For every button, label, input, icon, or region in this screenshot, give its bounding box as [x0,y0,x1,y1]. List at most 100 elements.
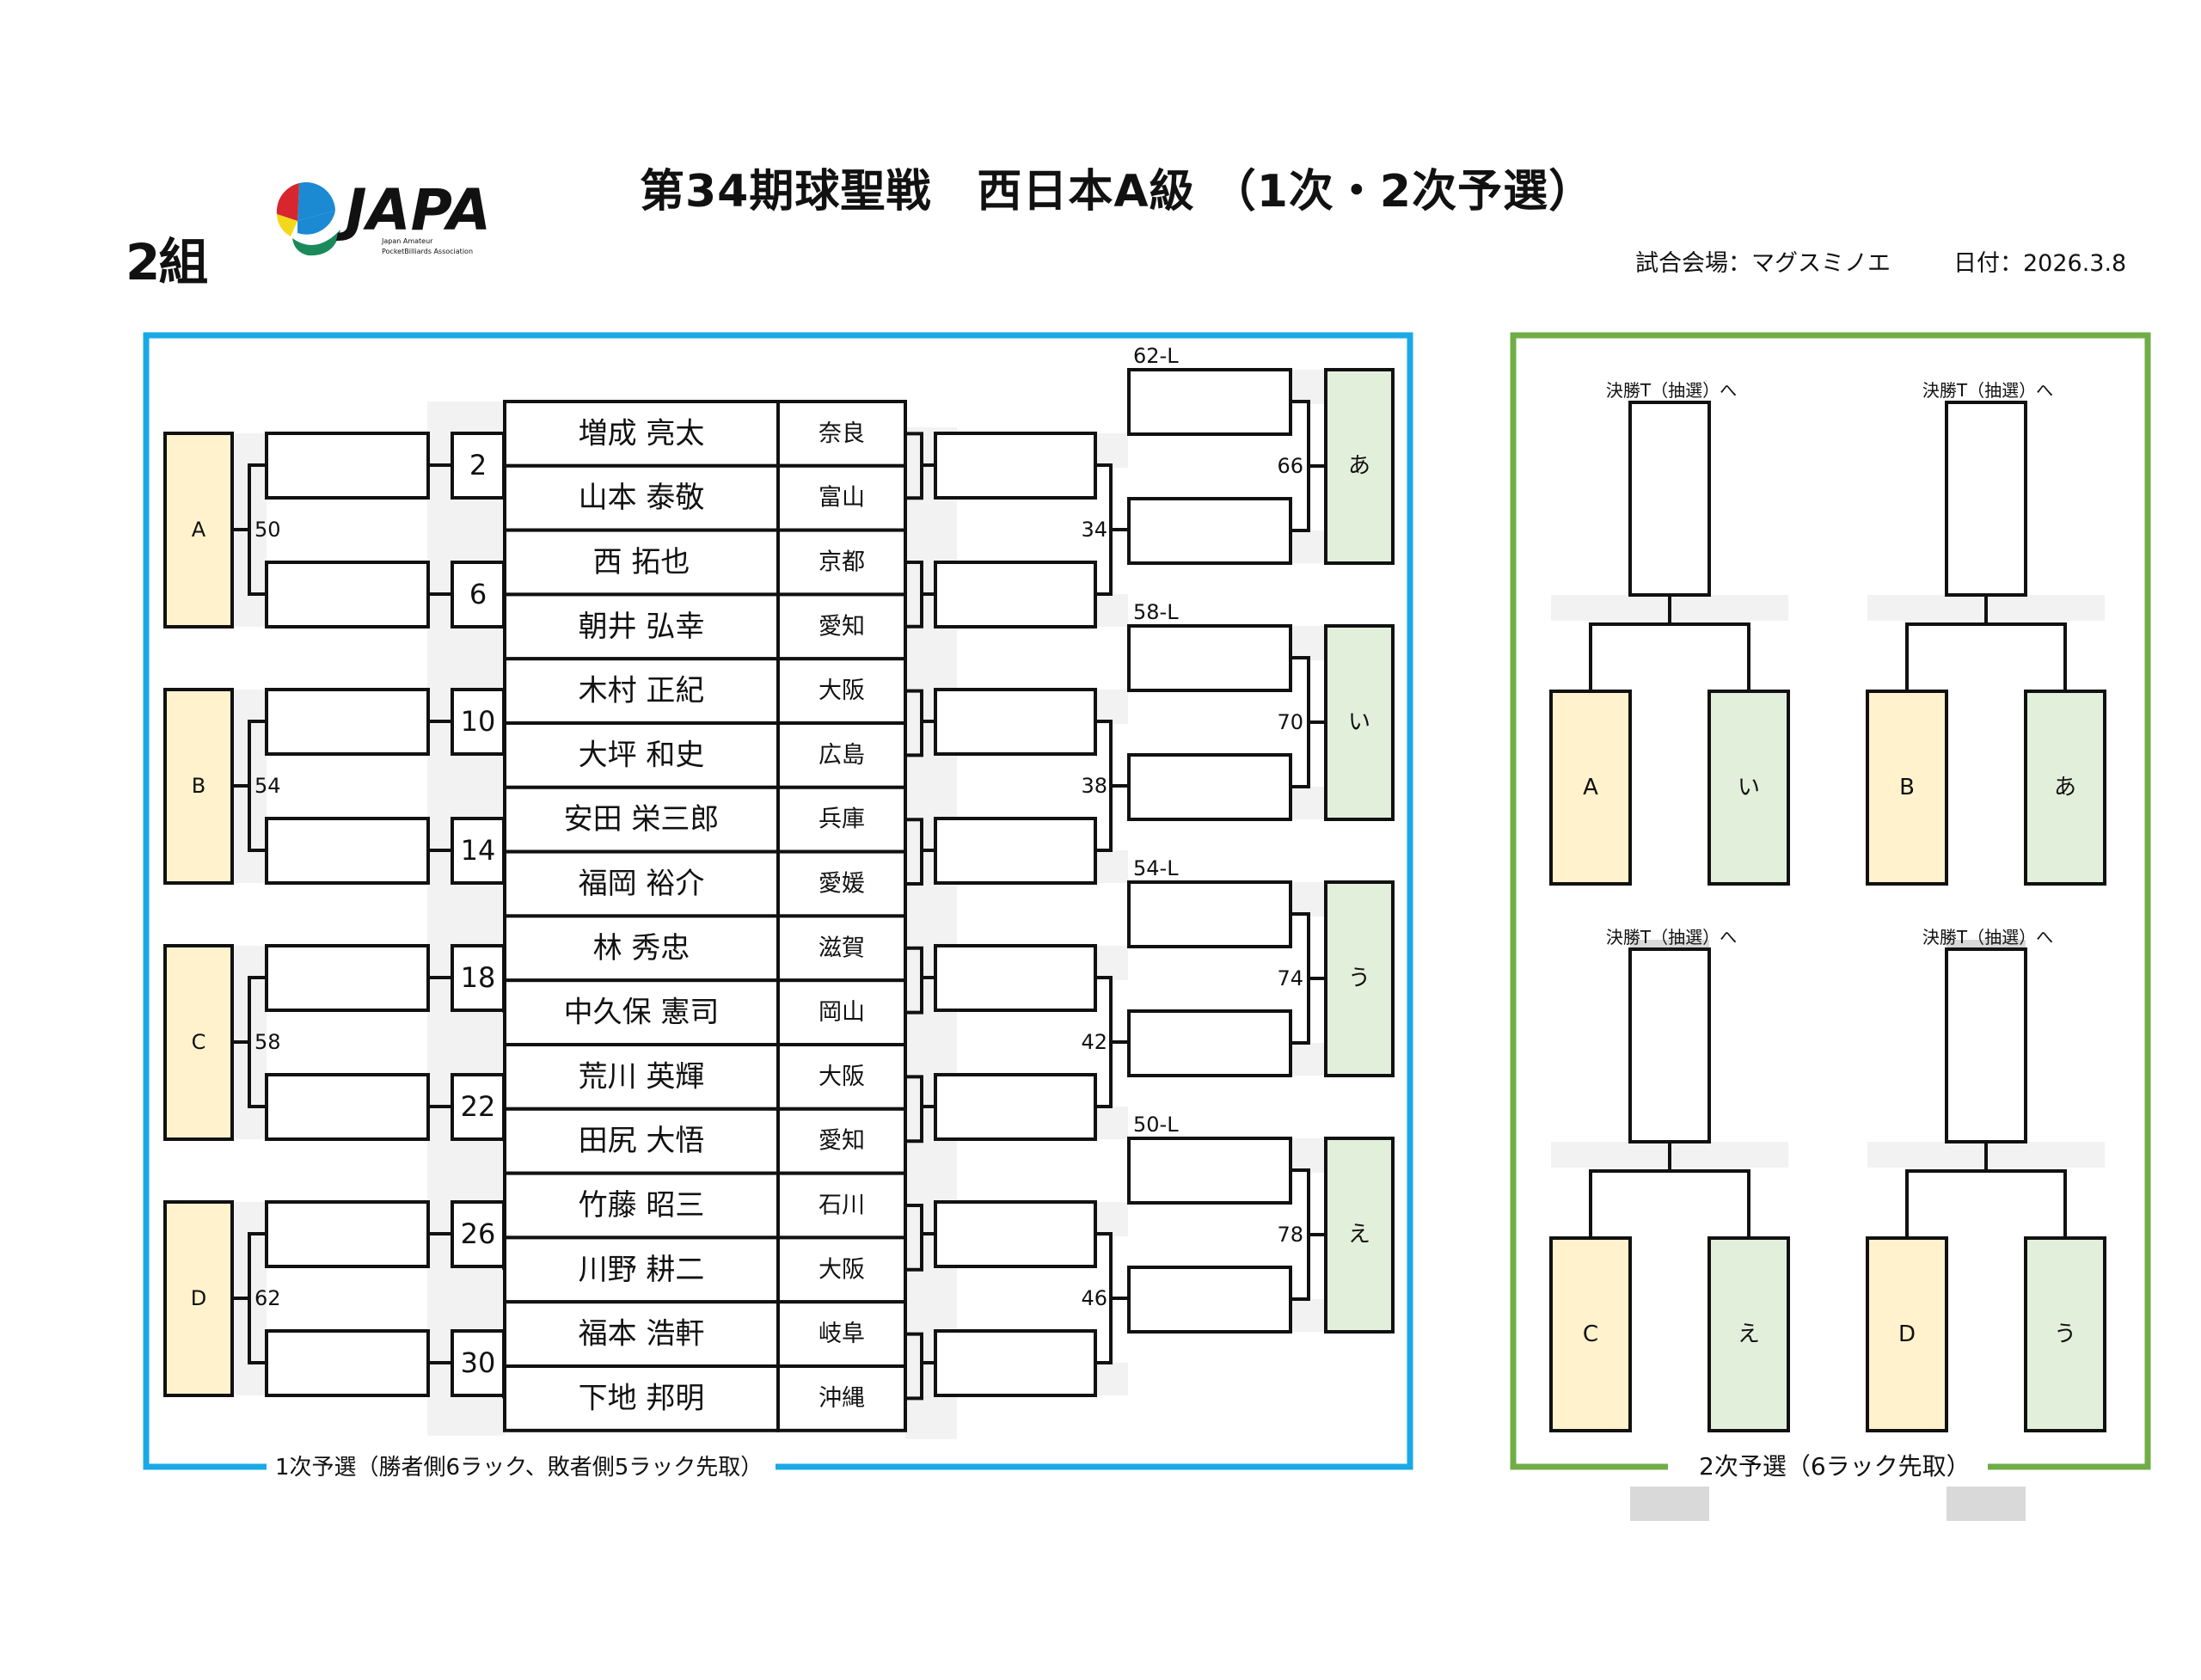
stage2-winner-box[interactable] [1628,947,1711,1144]
player-pref-cell[interactable] [776,914,907,983]
player-pref-cell[interactable] [776,657,907,726]
loser-drop-box[interactable] [1127,880,1292,948]
shade-block [1095,433,1128,468]
player-prefecture: 岡山 [818,999,865,1026]
stage2-slot-label: C [1583,1321,1598,1347]
match-number-box [451,817,506,885]
stage2-caption: 2次予選（6ラック先取） [1699,1452,1971,1481]
player-pref-cell[interactable] [776,849,907,918]
player-pref-cell[interactable] [776,785,907,854]
player-name-cell[interactable] [503,1300,780,1368]
stage2-winner-box[interactable] [1945,947,2027,1144]
match-number-box [451,1073,506,1141]
winner-entry-box[interactable] [265,1329,430,1397]
loser-slot-う [1324,880,1395,1077]
player-pref-cell[interactable] [776,978,907,1046]
stage2-winner-box[interactable] [1945,401,2027,597]
loser-entry-box[interactable] [934,944,1097,1012]
connector-line [905,1332,923,1401]
loser-drop-box[interactable] [1127,1137,1292,1205]
player-name-cell[interactable] [503,1235,780,1304]
match-number: 66 [1277,454,1303,478]
stage2-slot-label: う [2054,1321,2076,1347]
player-name-cell[interactable] [503,849,780,918]
player-pref-cell[interactable] [776,721,907,789]
player-pref-cell[interactable] [776,1171,907,1240]
player-name-cell[interactable] [503,1107,780,1175]
final-advance-label: 決勝T（抽選）へ [1922,380,2053,401]
match-number: 50 [254,518,281,542]
player-pref-cell[interactable] [776,1364,907,1432]
bracket-boxes [163,368,2106,1432]
connector-line [905,1075,923,1144]
loser-entry-box[interactable] [1127,497,1292,565]
player-pref-cell[interactable] [776,592,907,661]
player-name-cell[interactable] [503,1171,780,1240]
shade-block [1095,946,1128,980]
loser-drop-label: 50-L [1133,1113,1179,1137]
match-number-box [451,1329,506,1397]
connector-line [1905,622,2067,691]
match-number: 34 [1081,518,1107,542]
match-number: 14 [461,834,496,867]
loser-entry-box[interactable] [934,432,1097,500]
match-number: 46 [1081,1286,1107,1310]
winner-slot-label: A [192,518,206,542]
stage2-slot-う [2024,1236,2106,1432]
player-pref-cell[interactable] [776,1107,907,1175]
stage2-slot-A [1549,690,1632,886]
winner-slot-label: C [192,1030,206,1054]
player-prefecture: 富山 [818,485,865,512]
player-pref-cell[interactable] [776,528,907,597]
winner-entry-box[interactable] [265,817,430,885]
loser-entry-box[interactable] [934,1200,1097,1268]
loser-entry-box[interactable] [934,688,1097,756]
shade-block [1291,1043,1325,1076]
stage2-winner-box[interactable] [1628,401,1711,597]
shade-block [1095,594,1128,627]
player-pref-cell[interactable] [776,1235,907,1304]
winner-entry-box[interactable] [265,432,430,500]
player-pref-cell[interactable] [776,1043,907,1111]
player-name: 西 拓也 [593,545,690,579]
logo-wordmark: JAPA [336,177,491,243]
loser-entry-box[interactable] [934,561,1097,628]
bracket-text: 増成 亮太奈良山本 泰敬富山西 拓也京都朝井 弘幸愛知木村 正紀大阪大坪 和史広… [191,344,2076,1415]
loser-entry-box[interactable] [934,1073,1097,1141]
loser-entry-box[interactable] [1127,753,1292,821]
player-prefecture: 滋賀 [818,935,865,961]
stage2-caption-bg [1668,1448,1988,1486]
stage2-slot-い [1707,690,1790,886]
loser-entry-box[interactable] [1127,1266,1292,1334]
winner-entry-box[interactable] [265,688,430,756]
loser-drop-label: 62-L [1133,344,1179,368]
loser-slot-label: い [1348,709,1370,735]
loser-drop-label: 54-L [1133,856,1179,880]
player-prefecture: 京都 [818,549,865,576]
player-name-cell[interactable] [503,914,780,983]
loser-entry-box[interactable] [934,817,1097,885]
player-name: 荒川 英輝 [579,1059,705,1094]
stage2-slot-C [1549,1236,1632,1432]
loser-drop-box[interactable] [1127,368,1292,436]
japa-logo: JAPA Japan Amateur PocketBilliards Assoc… [276,177,491,256]
player-name-cell[interactable] [503,785,780,854]
stage2-slot-label: D [1898,1321,1916,1347]
winner-entry-box[interactable] [265,1200,430,1268]
winner-entry-box[interactable] [265,561,430,628]
loser-drop-box[interactable] [1127,624,1292,692]
player-pref-cell[interactable] [776,463,907,532]
match-number: 54 [254,774,281,798]
match-number: 30 [461,1346,496,1379]
final-advance-label: 決勝T（抽選）へ [1922,927,2053,947]
match-number: 2 [469,449,487,481]
final-advance-label: 決勝T（抽選）へ [1606,927,1737,947]
match-number: 10 [461,705,496,738]
winner-entry-box[interactable] [265,1073,430,1141]
winner-slot-label: B [192,774,205,798]
player-name-cell[interactable] [503,978,780,1046]
match-number-box [451,1200,506,1268]
loser-entry-box[interactable] [1127,1009,1292,1077]
winner-entry-box[interactable] [265,944,430,1012]
loser-entry-box[interactable] [934,1329,1097,1397]
